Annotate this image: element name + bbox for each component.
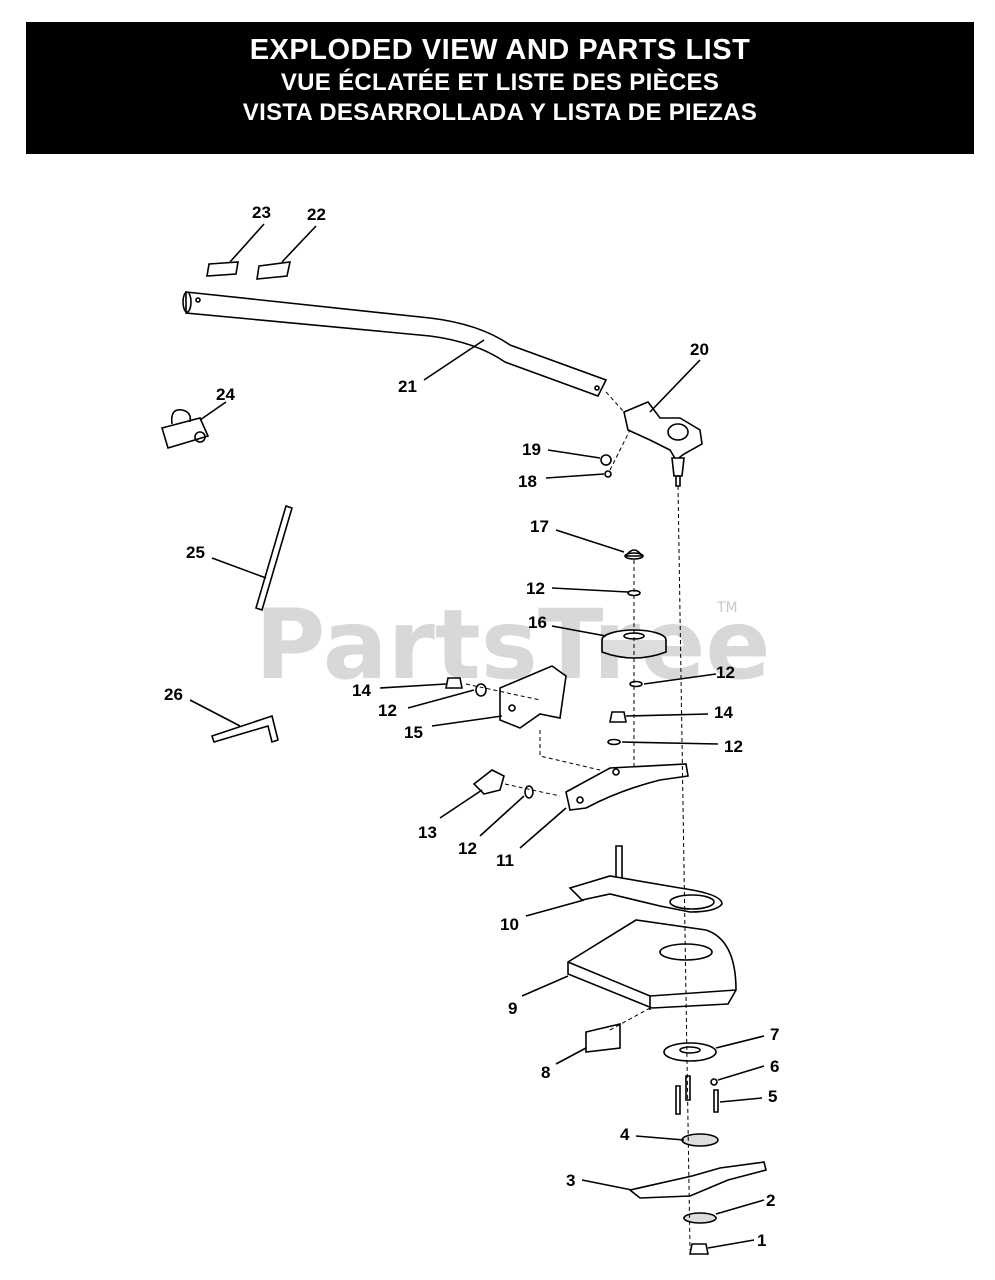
callout-11: 11 — [496, 851, 514, 870]
part-24-clamp — [160, 408, 210, 449]
part-26-hex-key — [210, 714, 279, 744]
callout-13: 13 — [418, 823, 437, 842]
callout-22: 22 — [307, 205, 326, 224]
title-spanish: VISTA DESARROLLADA Y LISTA DE PIEZAS — [242, 99, 758, 127]
part-13-knob — [472, 769, 505, 795]
callout-17: 17 — [530, 517, 549, 536]
callout-12-b: 12 — [716, 663, 735, 682]
callout-8: 8 — [541, 1063, 550, 1082]
watermark-tm: TM — [716, 600, 738, 616]
header-banner: EXPLODED VIEW AND PARTS LIST VUE ÉCLATÉE… — [26, 22, 974, 154]
part-12-washer-3 — [607, 738, 621, 746]
callout-7: 7 — [770, 1025, 779, 1044]
callout-12-d: 12 — [724, 737, 743, 756]
part-17-cap — [624, 549, 644, 560]
callout-5: 5 — [768, 1087, 777, 1106]
part-25-line — [255, 504, 293, 612]
part-2-washer — [683, 1212, 717, 1224]
part-11-bracket — [565, 763, 689, 811]
callout-9: 9 — [508, 999, 517, 1018]
callout-25: 25 — [186, 543, 205, 562]
callout-21: 21 — [398, 377, 417, 396]
part-22-decal — [256, 261, 292, 280]
part-6-bolt — [710, 1078, 718, 1086]
part-14-nut-2 — [609, 711, 627, 723]
callout-1: 1 — [757, 1231, 766, 1250]
callout-12-a: 12 — [526, 579, 545, 598]
part-5-screws — [675, 1075, 719, 1115]
part-12-washer-2 — [629, 680, 643, 688]
part-10-support — [568, 845, 723, 913]
leader-lines — [189, 223, 765, 1249]
part-1-nut — [689, 1243, 709, 1255]
part-15-plate — [499, 665, 567, 729]
part-7-housing — [663, 1042, 717, 1062]
callout-2: 2 — [766, 1191, 775, 1210]
part-14-nut-1 — [445, 677, 463, 689]
part-12-washer-5 — [524, 785, 534, 799]
callout-3: 3 — [566, 1171, 575, 1190]
part-19-washer — [600, 454, 612, 466]
part-20-gearbox — [623, 401, 703, 487]
callout-12-e: 12 — [458, 839, 477, 858]
callout-12-c: 12 — [378, 701, 397, 720]
title-english: EXPLODED VIEW AND PARTS LIST — [249, 34, 751, 66]
part-18-bolt — [604, 470, 612, 478]
part-3-blade — [628, 1161, 767, 1199]
callout-16: 16 — [528, 613, 547, 632]
callout-6: 6 — [770, 1057, 779, 1076]
callout-19: 19 — [522, 440, 541, 459]
part-8-decal — [585, 1022, 621, 1053]
callout-14-b: 14 — [714, 703, 733, 722]
callout-20: 20 — [690, 340, 709, 359]
callout-labels: 23 22 21 24 25 26 20 19 18 17 12 16 12 1… — [164, 203, 779, 1250]
part-9-shield — [567, 919, 737, 1010]
part-4-bushing — [681, 1133, 719, 1147]
callout-15: 15 — [404, 723, 423, 742]
callout-23: 23 — [252, 203, 271, 222]
assembly-lines — [465, 391, 691, 1251]
callout-10: 10 — [500, 915, 519, 934]
part-21-shaft — [182, 291, 608, 397]
title-french: VUE ÉCLATÉE ET LISTE DES PIÈCES — [280, 69, 720, 97]
callout-18: 18 — [518, 472, 537, 491]
callout-4: 4 — [620, 1125, 630, 1144]
part-12-washer-4 — [475, 683, 487, 697]
callout-26: 26 — [164, 685, 183, 704]
part-23-decal — [206, 261, 239, 277]
callout-24: 24 — [216, 385, 235, 404]
callout-14-a: 14 — [352, 681, 371, 700]
